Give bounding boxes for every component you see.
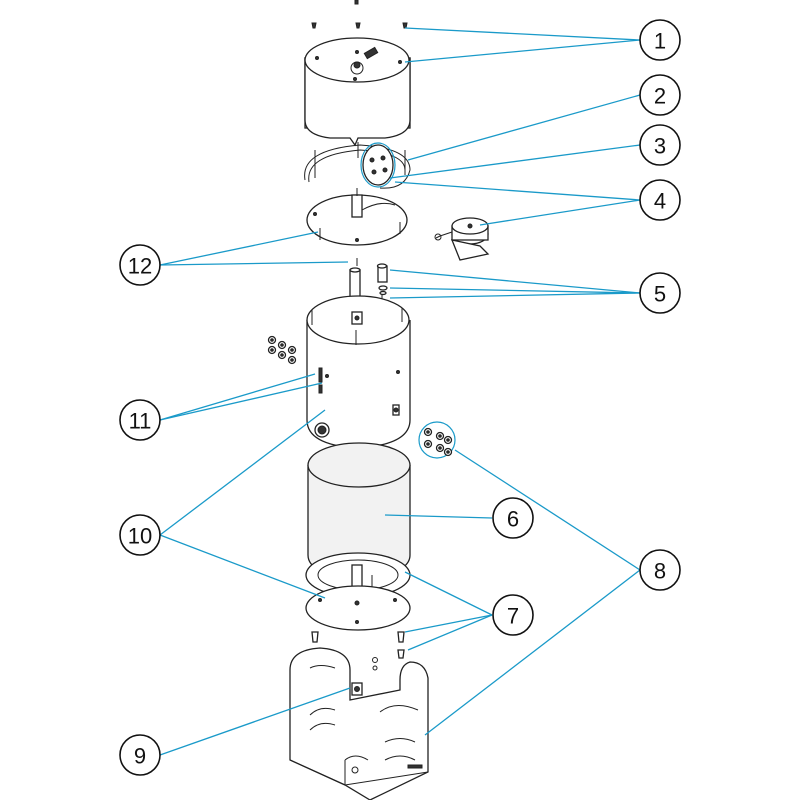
callout-11: 11 (119, 399, 161, 441)
mounting-plate (306, 188, 408, 246)
callout-6: 6 (492, 497, 534, 539)
loose-nuts-left (267, 335, 297, 365)
stand-bracket (289, 647, 429, 800)
callout-8-label: 8 (654, 559, 666, 584)
flange-gaskets (305, 552, 411, 631)
callout-4: 4 (639, 179, 681, 221)
callout-5: 5 (639, 272, 681, 314)
nut-group (418, 421, 456, 459)
callout-2-label: 2 (654, 84, 666, 109)
callout-10-label: 10 (128, 524, 152, 549)
callout-2: 2 (639, 74, 681, 116)
leader-lines (159, 27, 641, 756)
top-cover-assembly (304, 0, 411, 147)
callout-9: 9 (119, 734, 161, 776)
callout-6-label: 6 (507, 507, 519, 532)
callout-3: 3 (639, 124, 681, 166)
callout-10: 10 (119, 514, 161, 556)
callout-1-label: 1 (654, 29, 666, 54)
spacers-and-pins (349, 258, 388, 319)
callout-7-label: 7 (507, 604, 519, 629)
callout-4-label: 4 (654, 189, 666, 214)
switch-component (434, 217, 490, 261)
callout-12: 12 (119, 244, 161, 286)
callout-1: 1 (639, 19, 681, 61)
callout-11-label: 11 (129, 409, 152, 434)
callout-7: 7 (492, 594, 534, 636)
insulation-sleeve (307, 442, 411, 579)
clamp-ring-assembly (304, 142, 411, 189)
callout-5-label: 5 (654, 282, 666, 307)
callout-8: 8 (639, 549, 681, 591)
main-cylinder-body (306, 295, 411, 461)
callout-3-label: 3 (654, 134, 666, 159)
callout-9-label: 9 (134, 744, 146, 769)
callout-12-label: 12 (128, 254, 152, 279)
